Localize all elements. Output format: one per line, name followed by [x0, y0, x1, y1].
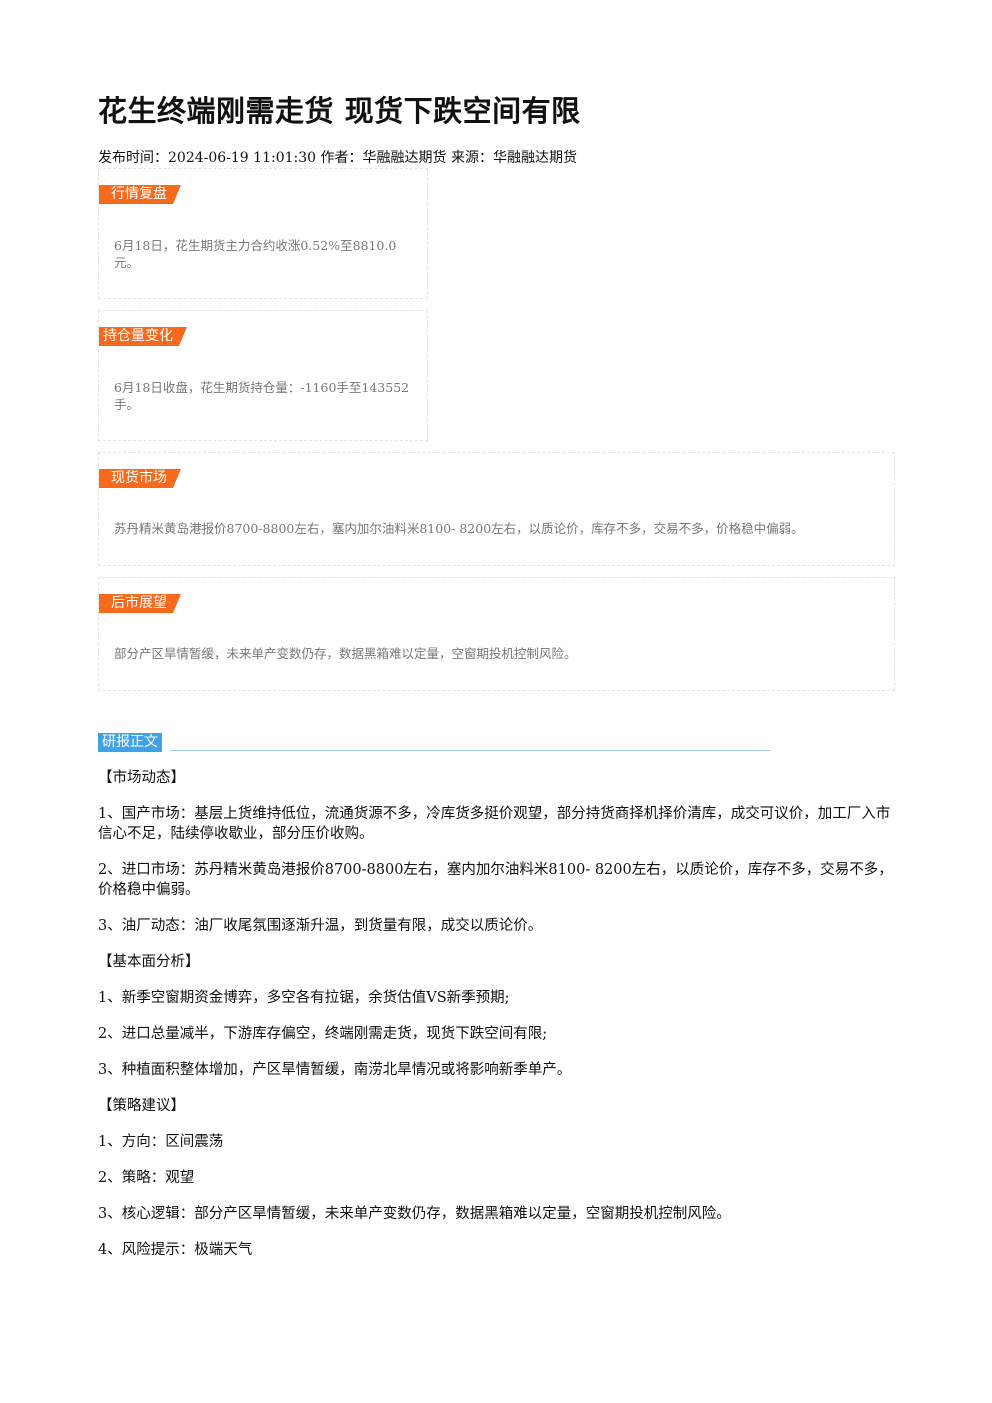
open-interest-card: 持仓量变化 6月18日收盘，花生期货持仓量：-1160手至143552手。 — [98, 310, 428, 441]
market-review-text: 6月18日，花生期货主力合约收涨0.52%至8810.0元。 — [114, 238, 397, 270]
spot-market-card: 现货市场 苏丹精米黄岛港报价8700-8800左右，塞内加尔油料米8100- 8… — [98, 452, 895, 566]
section-heading-market: 【市场动态】 — [98, 770, 185, 786]
strategy-item-2: 2、策略：观望 — [98, 1170, 195, 1186]
market-review-tag: 行情复盘 — [99, 185, 181, 204]
fundamentals-item-1: 1、新季空窗期资金博弈，多空各有拉锯，余货估值VS新季预期; — [98, 990, 510, 1006]
market-item-2: 2、进口市场：苏丹精米黄岛港报价8700-8800左右，塞内加尔油料米8100-… — [98, 862, 893, 898]
section-heading-fundamentals: 【基本面分析】 — [98, 954, 200, 970]
article-meta: 发布时间：2024-06-19 11:01:30 作者：华融融达期货 来源：华融… — [98, 150, 577, 166]
strategy-item-4: 4、风险提示：极端天气 — [98, 1242, 253, 1258]
outlook-tag: 后市展望 — [99, 594, 181, 613]
report-divider — [170, 750, 770, 751]
fundamentals-item-2: 2、进口总量减半，下游库存偏空，终端刚需走货，现货下跌空间有限; — [98, 1026, 548, 1042]
outlook-text: 部分产区旱情暂缓，未来单产变数仍存，数据黑箱难以定量，空窗期投机控制风险。 — [114, 646, 577, 661]
report-tag: 研报正文 — [98, 733, 162, 752]
spot-market-text: 苏丹精米黄岛港报价8700-8800左右，塞内加尔油料米8100- 8200左右… — [114, 521, 804, 536]
market-item-1: 1、国产市场：基层上货维持低位，流通货源不多，冷库货多挺价观望，部分持货商择机择… — [98, 806, 891, 842]
section-heading-strategy: 【策略建议】 — [98, 1098, 185, 1114]
strategy-item-1: 1、方向：区间震荡 — [98, 1134, 224, 1150]
strategy-item-3: 3、核心逻辑：部分产区旱情暂缓，未来单产变数仍存，数据黑箱难以定量，空窗期投机控… — [98, 1206, 731, 1222]
spot-market-tag: 现货市场 — [99, 469, 181, 488]
open-interest-text: 6月18日收盘，花生期货持仓量：-1160手至143552手。 — [114, 380, 410, 412]
fundamentals-item-3: 3、种植面积整体增加，产区旱情暂缓，南涝北旱情况或将影响新季单产。 — [98, 1062, 572, 1078]
open-interest-tag: 持仓量变化 — [99, 327, 187, 346]
market-review-card: 行情复盘 6月18日，花生期货主力合约收涨0.52%至8810.0元。 — [98, 168, 428, 299]
outlook-card: 后市展望 部分产区旱情暂缓，未来单产变数仍存，数据黑箱难以定量，空窗期投机控制风… — [98, 577, 895, 691]
market-item-3: 3、油厂动态：油厂收尾氛围逐渐升温，到货量有限，成交以质论价。 — [98, 918, 543, 934]
article-title: 花生终端刚需走货 现货下跌空间有限 — [98, 94, 581, 128]
